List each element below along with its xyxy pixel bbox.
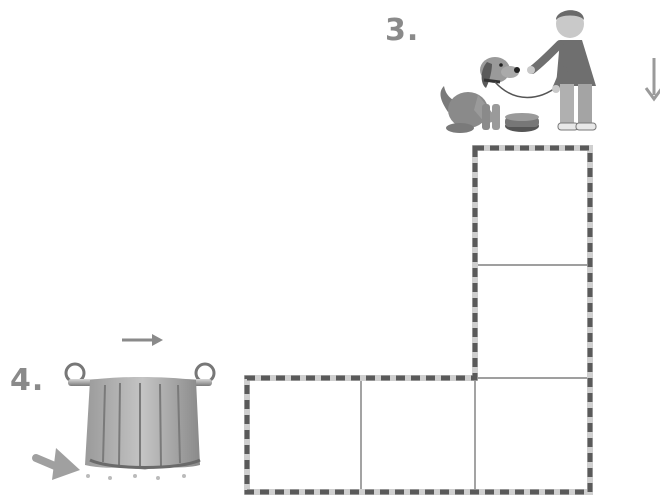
boy-walking-dog-illustration (441, 10, 596, 133)
grid-outer-border (247, 148, 590, 492)
arrow-right-icon (122, 334, 163, 346)
towel-on-rail-illustration (66, 364, 214, 480)
arrow-up-right-icon (36, 448, 80, 480)
arrow-down-icon (646, 58, 660, 99)
l-shaped-grid (247, 148, 590, 492)
grid-outer-border-dash (247, 148, 590, 492)
